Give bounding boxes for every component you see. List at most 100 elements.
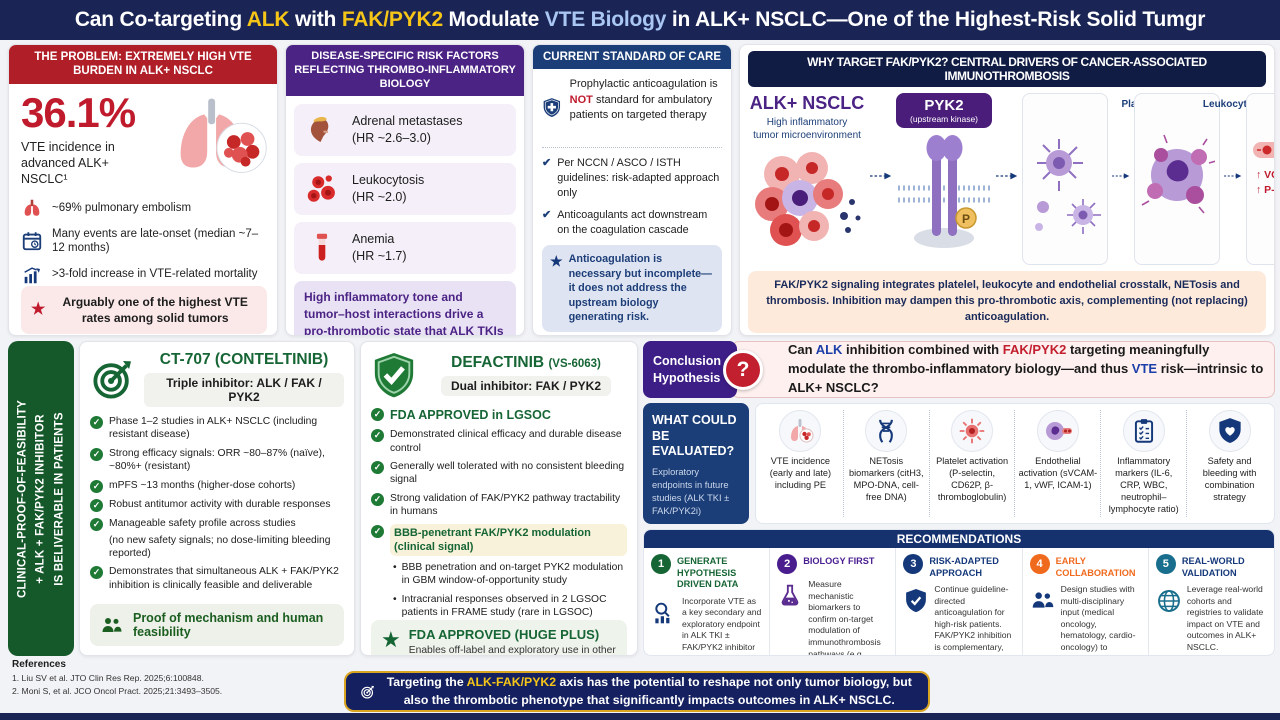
soc-lead-text: Prophylactic anticoagulation is NOT stan… [570, 77, 722, 123]
rec-text: Measure mechanistic biomarkers to confir… [808, 579, 881, 656]
evaluated-item-text: Safety and bleeding with combination str… [1202, 456, 1257, 502]
flow-arrow [870, 172, 892, 180]
column-title: Leukocyte–platelet aggregates [1202, 99, 1274, 110]
defactinib-name: DEFACTINIB [451, 354, 545, 371]
flask-icon [781, 584, 799, 606]
platelet-cell-icon [959, 418, 985, 444]
q-alk: ALK [815, 342, 843, 358]
evaluated-item: Platelet activation (P-selectin, CD62P, … [928, 410, 1015, 517]
sidebar-line1: CLINICAL-PROOF-OF-FEASIBILITY [16, 399, 29, 598]
risk-factor-item: Adrenal metastases (HR ~2.6–3.0) [294, 104, 516, 157]
evaluated-item: Inflammatory markers (IL-6, CRP, WBC, ne… [1100, 410, 1186, 517]
sub-bullet-text: Intracranial responses observed in 2 LGS… [401, 593, 607, 619]
q-part: inhibition combined with [842, 342, 1003, 358]
caption-line2: advanced ALK+ NSCLC¹ [21, 156, 109, 187]
rec-number: 5 [1155, 554, 1176, 574]
dna-icon [879, 419, 894, 443]
tumor-sub-line2: tumor microenvironment [753, 130, 861, 141]
evaluated-item-text: Inflammatory markers (IL-6, CRP, WBC, ne… [1108, 456, 1179, 514]
pyk2-label-box: PYK2 (upstream kinase) [896, 93, 992, 128]
ct707-title: CT-707 (CONTELTINIB) [159, 351, 329, 368]
dot: • [393, 562, 397, 574]
rec-text: Incorporate VTE as a key secondary and e… [682, 595, 762, 656]
why-target-diagram: ALK+ NSCLC High inflammatory tumor micro… [748, 93, 1274, 265]
defactinib-footer-title: FDA APPROVED (HUGE PLUS) [408, 626, 600, 642]
q-part: targeting meaningfully modulate the thro… [788, 342, 1210, 377]
icon-circle [779, 410, 822, 452]
recommendations-header: RECOMMENDATIONS [644, 530, 1274, 548]
soc-callout: ★ Anticoagulation is necessary but incom… [542, 245, 722, 332]
defactinib-bullet: ✓Generally well tolerated with no consis… [371, 460, 627, 487]
panel-vte-burden: THE PROBLEM: EXTREMELY HIGH VTE BURDEN I… [8, 44, 278, 336]
ct707-bullet: ✓mPFS ~13 months (higher-dose cohorts) [90, 479, 344, 493]
check-icon: ✔ [542, 157, 552, 170]
title-vte-biology: VTE Biology [544, 8, 667, 31]
shield-cross-icon [543, 98, 561, 118]
svg-text:P: P [962, 212, 970, 226]
evaluated-item-text: VTE incidence (early and late) including… [769, 456, 832, 490]
banner-axis: ALK-FAK/PYK2 [466, 675, 557, 690]
recommendations-row: 1 GENERATE HYPOTHESIS DRIVEN DATA Incorp… [644, 548, 1274, 656]
target-icon [361, 685, 374, 699]
right-column: Conclusion Hypothesis ? Can ALK inhibiti… [643, 341, 1275, 656]
sidebar-line2: + ALK + FAK/PYK2 INHIBITOR [34, 413, 47, 584]
poster-title: Can Co-targeting ALK with FAK/PYK2 Modul… [75, 8, 1206, 32]
ct707-bullets: ✓Phase 1–2 studies in ALK+ NSCLC (includ… [90, 415, 344, 592]
bullet-text: Strong validation of FAK/PYK2 pathway tr… [390, 492, 621, 518]
column-title: Ehoothelial formation [1250, 99, 1274, 125]
check-icon: ✓ [90, 416, 103, 429]
adrenal-gland-icon [310, 117, 329, 143]
evaluated-section: WHAT COULD BE EVALUATED? Exploratory end… [643, 403, 1275, 524]
leukocyte-platelet-illustration [1141, 134, 1215, 214]
shield-heart-icon [1218, 418, 1241, 443]
check-icon: ✓ [90, 498, 103, 512]
panel-vte-burden-header: THE PROBLEM: EXTREMELY HIGH VTE BURDEN I… [9, 45, 277, 84]
title-part: in ALK+ NSCLC—One of the Highest-Risk So… [666, 8, 1206, 31]
reference-item: 1. Liu SV et al. JTO Clin Res Rep. 2025;… [12, 673, 204, 683]
pyk2-sub: (upstream kinase) [909, 114, 979, 124]
lungs-clot-icon [791, 419, 814, 443]
header-line1: DISEASE-SPECIFIC RISK FACTORS [311, 50, 499, 62]
check-icon: ✓ [90, 447, 103, 461]
risk-factor-text: Adrenal metastases (HR ~2.6–3.0) [352, 113, 462, 147]
vte-incidence-stat: 36.1% [21, 88, 136, 136]
rec-title: EARLY COLLABORATION [1055, 556, 1136, 578]
flow-arrow [1224, 173, 1242, 179]
what-could-be-evaluated-box: WHAT COULD BE EVALUATED? Exploratory end… [643, 403, 749, 524]
takeaway-text: Targeting the ALK-FAK/PYK2 axis has the … [385, 674, 914, 708]
soc-bullet: ✔ Per NCCN / ASCO / ISTH guidelines: ris… [542, 156, 722, 200]
sub-bullet-text: BBB penetration and on-target PYK2 modul… [401, 562, 624, 587]
references: References 1. Liu SV et al. JTO Clin Res… [12, 659, 222, 698]
rec-number: 1 [651, 554, 671, 574]
pyk2-name: PYK2 [924, 97, 964, 114]
leukocyte-platelet-column: Leukocyte–platelet aggregates [1134, 93, 1274, 265]
defactinib-badge: Dual inhibitor: FAK / PYK2 [440, 376, 611, 396]
evaluated-item-text: Endothelial activation (sVCAM-1, vWF, IC… [1018, 456, 1098, 490]
risk-factor-item: Leukocytosis (HR ~2.0) [294, 163, 516, 216]
evaluated-subtitle: Exploratory endpoints in future studies … [652, 466, 730, 516]
ct707-bullet: ✓Demonstrates that simultaneous ALK + FA… [90, 565, 344, 592]
recommendation-item: 4 EARLY COLLABORATION Design studies wit… [1021, 548, 1148, 655]
risk-factor-text: Leukocytosis (HR ~2.0) [352, 172, 424, 206]
problem-bullet: ~69% pulmonary embolism [21, 197, 267, 219]
risk-factor-hr: (HR ~2.6–3.0) [352, 131, 431, 146]
ct707-bullet: ✓ Strong efficacy signals: ORR ~80–87% (n… [90, 447, 344, 474]
check-icon: ✔ [542, 209, 552, 222]
question-glyph: ? [736, 357, 750, 381]
rec-number: 4 [1029, 554, 1050, 574]
lung-tumor-illustration [180, 98, 267, 173]
evaluated-item: Safety and bleeding with combination str… [1186, 410, 1272, 517]
bullet-text: Strong efficacy signals: ORR ~80–87% (na… [109, 447, 325, 473]
lead-post: standard for ambulatory patients on targ… [569, 93, 713, 122]
lungs-icon [24, 199, 40, 216]
panel-standard-of-care: CURRENT STANDARD OF CARE Prophylactic an… [532, 44, 732, 336]
soc-bullet-text: Per NCCN / ASCO / ISTH guidelines: risk-… [557, 157, 720, 199]
flow-arrow [996, 172, 1018, 180]
header-line2: REFLECTING THROMBO-INFLAMMATORY BIOLOGY [294, 63, 516, 90]
panel-why-target: WHY TARGET FAK/PYK2? CENTRAL DRIVERS OF … [739, 44, 1275, 336]
eval-title-line2: BE EVALUATED? [652, 428, 735, 459]
blood-cells-icon [307, 175, 335, 202]
icon-circle [865, 410, 908, 452]
top-row: THE PROBLEM: EXTREMELY HIGH VTE BURDEN I… [8, 44, 1275, 336]
soc-bullet: ✔ Anticoagulants act downstream on the c… [542, 208, 722, 237]
